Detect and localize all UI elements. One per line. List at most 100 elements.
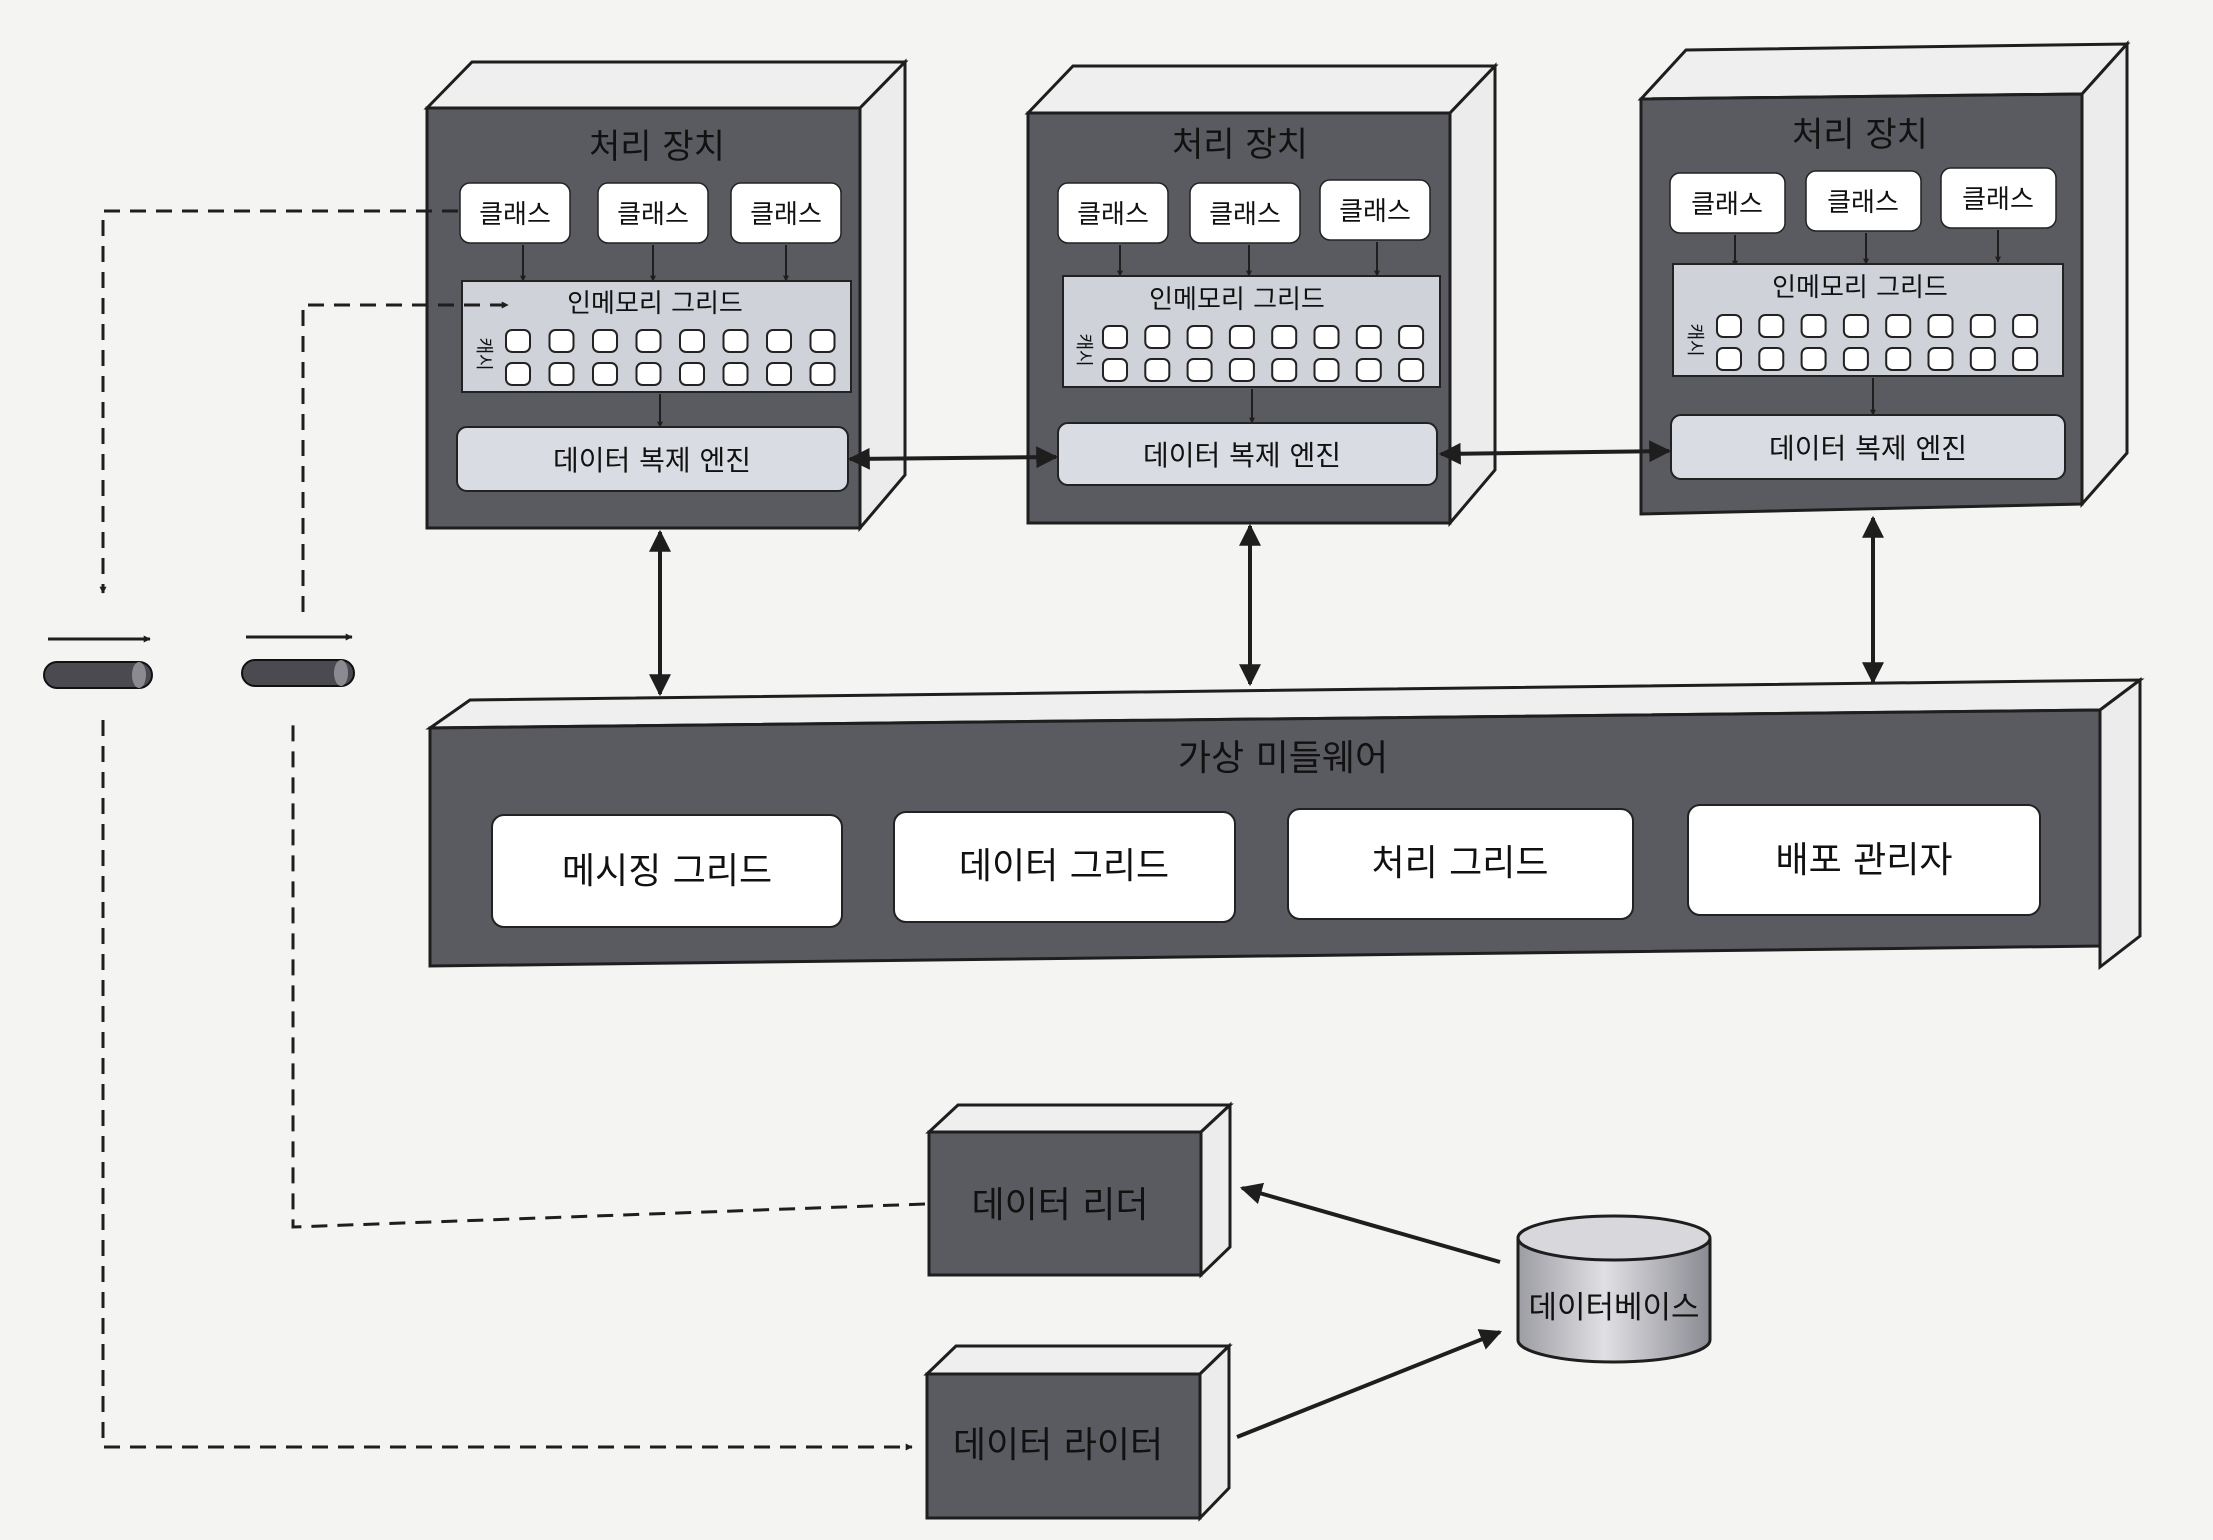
- cache-cell: [1842, 347, 1869, 371]
- class-label: 클래스: [1339, 197, 1411, 227]
- inbound-pipe: [43, 635, 153, 689]
- writer-face: [925, 1372, 1202, 1520]
- engine-link-1-2: [847, 446, 1059, 470]
- cache-cell: [635, 362, 662, 386]
- unit-to-writer-flow: [99, 209, 458, 594]
- cache-label: 캐시: [1073, 333, 1094, 366]
- engine-link-2-3: [1438, 440, 1672, 465]
- class-pill: 클래스: [597, 182, 709, 244]
- class-pill: 클래스: [1940, 167, 2057, 229]
- reader-to-grid-flow: [301, 301, 509, 612]
- cache-cell: [1355, 358, 1382, 382]
- cache-cell: [809, 329, 836, 353]
- cache-cell: [1758, 314, 1785, 338]
- middleware-title: 가상 미들웨어: [1178, 738, 1388, 779]
- cache-cells: [505, 329, 836, 386]
- cache-cell: [1927, 314, 1954, 338]
- component-label: 처리 그리드: [1371, 843, 1548, 884]
- cache-cell: [1758, 347, 1785, 371]
- writer-to-db-arrow: [1236, 1329, 1503, 1439]
- middleware-face: [428, 708, 2102, 968]
- box-top: [1024, 64, 1499, 115]
- cache-cell: [1842, 314, 1869, 338]
- cache-cell: [1313, 325, 1340, 349]
- cache-cell: [592, 329, 618, 353]
- cache-cell: [1186, 325, 1213, 349]
- grid-title: 인메모리 그리드: [567, 289, 743, 319]
- data-reader: 데이터 리더: [925, 1101, 1234, 1279]
- cache-label: 캐시: [473, 337, 494, 370]
- middleware-component-deployment-manager: 배포 관리자: [1687, 804, 2041, 916]
- reader-label: 데이터 리더: [971, 1185, 1148, 1226]
- cache-cell: [766, 362, 792, 386]
- cache-cell: [722, 362, 749, 386]
- cache-cell: [1313, 358, 1340, 382]
- cache-cell: [679, 362, 705, 386]
- middleware-component-data-grid: 데이터 그리드: [893, 811, 1236, 923]
- middleware-component-processing-grid: 처리 그리드: [1287, 808, 1634, 920]
- cache-cell: [1186, 358, 1213, 382]
- cache-cell: [722, 329, 749, 353]
- cache-cell: [1716, 347, 1742, 371]
- unit-title: 처리 장치: [1172, 125, 1308, 165]
- cache-cell: [1927, 347, 1954, 371]
- writer-flow-lower: [101, 720, 913, 1451]
- box-top: [1637, 42, 2131, 101]
- reader-side: [1199, 1101, 1232, 1279]
- cache-cell: [635, 329, 662, 353]
- cache-cell: [766, 329, 792, 353]
- class-label: 클래스: [1962, 185, 2034, 215]
- data-writer: 데이터 라이터: [923, 1342, 1233, 1522]
- outbound-pipe: [241, 633, 355, 687]
- virtual-middleware: 가상 미들웨어 메시징 그리드 데이터 그리드 처리 그리드 배포 관리자: [425, 677, 2145, 971]
- processing-unit-3: 처리 장치 클래스 클래스 클래스 인메모리 그리드 캐시 데이터 복제 엔진: [1637, 40, 2131, 516]
- cache-cell: [1102, 358, 1128, 382]
- cache-cell: [1144, 325, 1171, 349]
- database-label: 데이터베이스: [1528, 1290, 1699, 1326]
- grid-title: 인메모리 그리드: [1772, 273, 1948, 303]
- component-label: 메시징 그리드: [562, 851, 772, 892]
- middleware-component-messaging-grid: 메시징 그리드: [491, 814, 843, 928]
- class-pill: 클래스: [1805, 170, 1922, 232]
- class-pill: 클래스: [1669, 172, 1786, 234]
- class-pill: 클래스: [1057, 182, 1169, 244]
- cache-cell: [2012, 314, 2039, 338]
- database-icon: 데이터베이스: [1516, 1214, 1712, 1364]
- component-label: 데이터 그리드: [959, 846, 1169, 887]
- class-label: 클래스: [1077, 200, 1149, 230]
- cache-cell: [1271, 325, 1298, 349]
- class-pill: 클래스: [459, 182, 571, 244]
- cache-cells: [1716, 314, 2039, 371]
- reader-flow-lower: [291, 720, 926, 1229]
- class-pill: 클래스: [1319, 179, 1431, 241]
- class-label: 클래스: [479, 200, 551, 230]
- engine-label: 데이터 복제 엔진: [1143, 439, 1341, 472]
- cache-cell: [809, 362, 836, 386]
- cache-cell: [1228, 358, 1255, 382]
- cache-cell: [1969, 347, 1996, 371]
- cache-cells: [1102, 325, 1425, 382]
- cache-cell: [1885, 314, 1912, 338]
- box-side: [2080, 40, 2129, 508]
- writer-side: [1198, 1342, 1231, 1522]
- cache-cell: [548, 329, 575, 353]
- cache-cell: [1144, 358, 1171, 382]
- unit-title: 처리 장치: [1792, 115, 1928, 155]
- class-label: 클래스: [1691, 190, 1763, 220]
- cache-cell: [1716, 314, 1742, 338]
- cache-cell: [1102, 325, 1128, 349]
- processing-unit-2: 처리 장치 클래스 클래스 클래스 인메모리 그리드 캐시 데이터 복제 엔진: [1024, 62, 1499, 528]
- cache-cell: [1398, 358, 1425, 382]
- middleware-side: [2098, 677, 2142, 971]
- cache-cell: [1271, 358, 1298, 382]
- cache-cell: [2012, 347, 2039, 371]
- class-pill: 클래스: [730, 182, 842, 244]
- reader-top: [925, 1103, 1234, 1134]
- processing-unit-1: 처리 장치 클래스 클래스 클래스 인메모리 그리드 캐시 데이터 복제 엔진: [423, 58, 909, 533]
- engine-label: 데이터 복제 엔진: [1769, 432, 1967, 465]
- cache-cell: [505, 362, 531, 386]
- cache-cell: [1398, 325, 1425, 349]
- cache-cell: [548, 362, 575, 386]
- engine-label: 데이터 복제 엔진: [553, 444, 751, 477]
- cache-cell: [1355, 325, 1382, 349]
